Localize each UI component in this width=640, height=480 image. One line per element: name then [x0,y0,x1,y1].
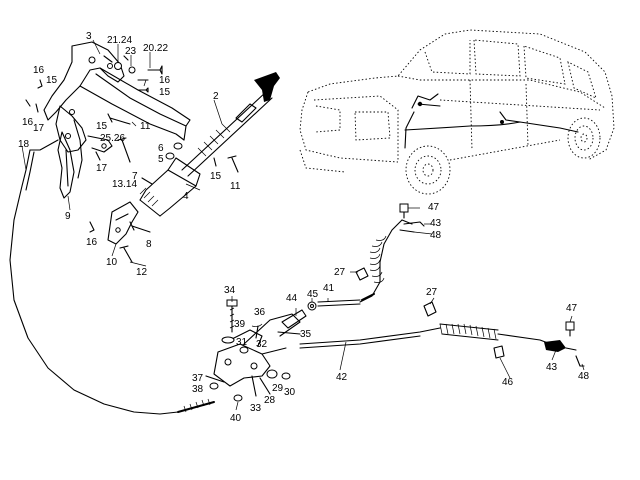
callout-44[interactable]: 44 [286,293,298,304]
callout-39[interactable]: 39 [234,319,246,330]
callout-21-24[interactable]: 21.24 [107,35,133,46]
callout-10[interactable]: 10 [106,257,118,268]
callout-28[interactable]: 28 [264,395,276,406]
car-outline [299,29,615,195]
callout-16-a[interactable]: 16 [33,65,45,76]
parking-brake-handle-rod [89,72,280,263]
callout-7[interactable]: 7 [132,171,138,182]
callout-13-14[interactable]: 13.14 [112,179,138,190]
callout-40[interactable]: 40 [230,413,242,424]
callout-3[interactable]: 3 [86,31,92,42]
callout-43-a[interactable]: 43 [430,218,442,229]
brake-lever-bracket [25,41,191,199]
callout-16-c[interactable]: 16 [22,117,34,128]
callout-48-b[interactable]: 48 [578,371,590,382]
callout-47-b[interactable]: 47 [566,303,578,314]
leader-lines [21,39,585,411]
callout-17-a[interactable]: 17 [33,123,45,134]
callout-41[interactable]: 41 [323,283,335,294]
callout-27-a[interactable]: 27 [334,267,346,278]
callout-8[interactable]: 8 [146,239,152,250]
callout-47-a[interactable]: 47 [428,202,440,213]
callout-43-b[interactable]: 43 [546,362,558,373]
callout-15-d[interactable]: 15 [210,171,222,182]
front-cable [9,139,215,415]
callout-15-c[interactable]: 15 [96,121,108,132]
callout-35[interactable]: 35 [300,329,312,340]
callout-9[interactable]: 9 [65,211,71,222]
callout-48-a[interactable]: 48 [430,230,442,241]
callout-2[interactable]: 2 [213,91,219,102]
callout-29[interactable]: 29 [272,383,284,394]
callout-25-26[interactable]: 25.26 [100,133,126,144]
callout-45[interactable]: 45 [307,289,319,300]
callout-11-a[interactable]: 11 [140,121,151,132]
callout-20-22[interactable]: 20.22 [143,43,169,54]
callout-38[interactable]: 38 [192,384,204,395]
rear-cable-upper [355,203,425,303]
callout-16-d[interactable]: 16 [86,237,98,248]
callout-32[interactable]: 32 [256,339,268,350]
callout-15-a[interactable]: 15 [46,75,58,86]
callout-16-b[interactable]: 16 [159,75,171,86]
equalizer-assembly [205,299,361,402]
callout-42[interactable]: 42 [336,372,348,383]
callout-36[interactable]: 36 [254,307,266,318]
callout-18[interactable]: 18 [18,139,30,150]
rear-cable-lower [299,301,585,367]
callout-30[interactable]: 30 [284,387,296,398]
callout-6[interactable]: 6 [158,143,164,154]
callout-11-b[interactable]: 11 [230,181,241,192]
callout-27-b[interactable]: 27 [426,287,438,298]
callout-31[interactable]: 31 [236,337,248,348]
callout-4[interactable]: 4 [183,191,189,202]
callout-15-b[interactable]: 15 [159,87,171,98]
callout-46[interactable]: 46 [502,377,514,388]
callout-17-b[interactable]: 17 [96,163,108,174]
callout-33[interactable]: 33 [250,403,262,414]
callout-37[interactable]: 37 [192,373,204,384]
callout-34[interactable]: 34 [224,285,236,296]
callout-12[interactable]: 12 [136,267,148,278]
callout-23[interactable]: 23 [125,46,137,57]
callout-5[interactable]: 5 [158,154,164,165]
